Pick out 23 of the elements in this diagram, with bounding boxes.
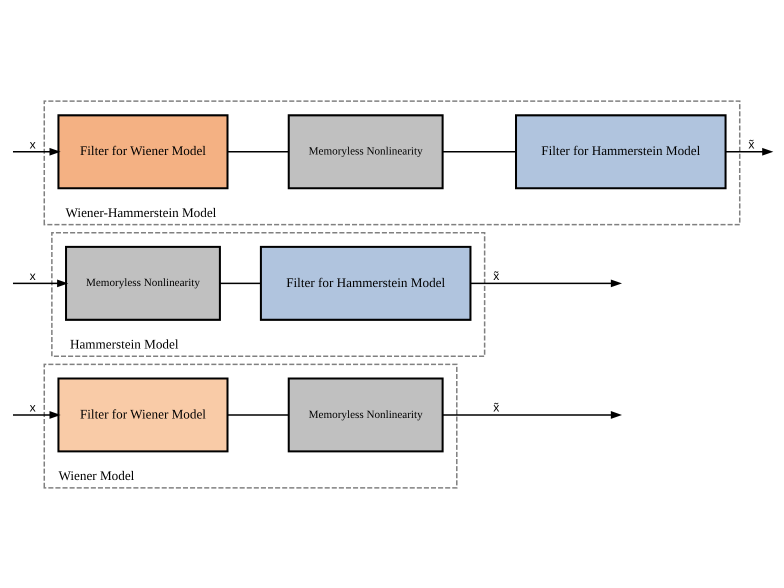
connector bbox=[442, 150, 516, 152]
edge-label: x̃ bbox=[493, 268, 500, 282]
node-box: Filter for Hammerstein Model bbox=[260, 245, 472, 320]
connector bbox=[228, 150, 289, 152]
edge-label: x̃ bbox=[748, 136, 754, 151]
arrow bbox=[12, 410, 61, 418]
edge-label: x bbox=[30, 268, 36, 282]
arrow bbox=[442, 410, 622, 418]
node-box: Memoryless Nonlinearity bbox=[65, 245, 221, 320]
edge-label: x̃ bbox=[493, 400, 500, 414]
arrow bbox=[726, 147, 774, 156]
node-box: Filter for Wiener Model bbox=[57, 114, 229, 189]
node-box: Filter for Hammerstein Model bbox=[515, 114, 727, 189]
node-box: Memoryless Nonlinearity bbox=[288, 377, 444, 452]
edge-label: x bbox=[30, 400, 36, 414]
arrow bbox=[12, 147, 61, 156]
connector bbox=[220, 282, 261, 284]
node-box: Memoryless Nonlinearity bbox=[288, 114, 444, 189]
connector bbox=[228, 414, 289, 416]
node-box: Filter for Wiener Model bbox=[57, 377, 229, 452]
edge-label: x bbox=[30, 136, 36, 151]
arrow bbox=[12, 278, 68, 287]
arrow bbox=[470, 278, 622, 287]
